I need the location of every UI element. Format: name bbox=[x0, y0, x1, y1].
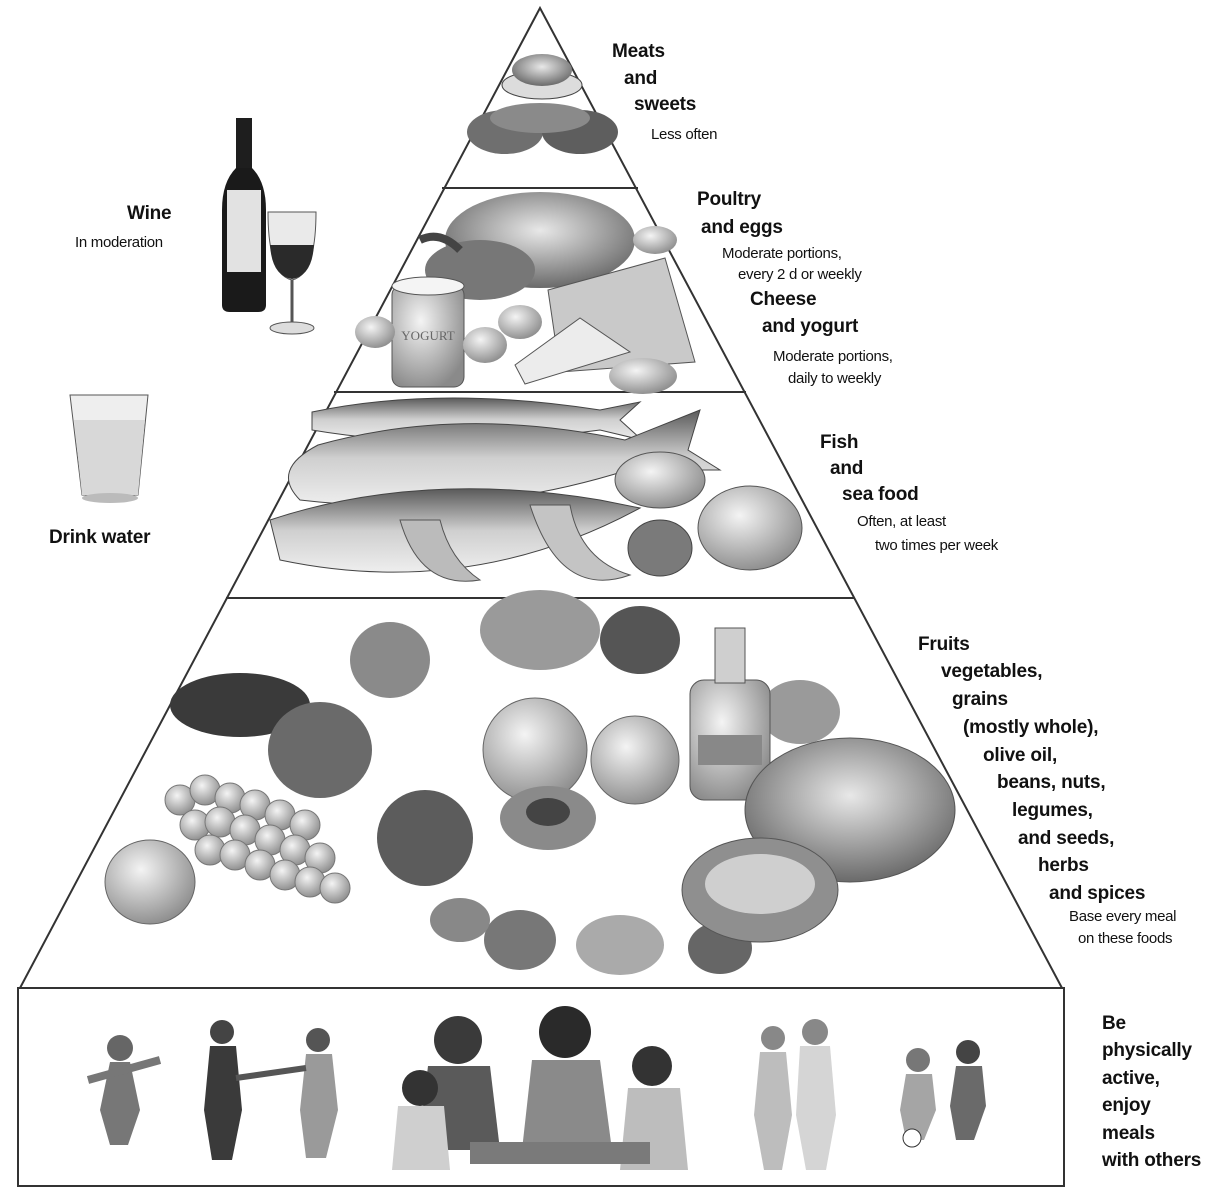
fish-note-line-2: two times per week bbox=[875, 538, 998, 553]
fish-title-line-1: Fish bbox=[820, 433, 858, 452]
activity-line-1: Be bbox=[1102, 1014, 1126, 1033]
base-title-line-1: Fruits bbox=[918, 635, 970, 654]
cheese-note-line-2: daily to weekly bbox=[788, 371, 881, 386]
cheese-title-line-2: and yogurt bbox=[762, 317, 858, 336]
wine-note: In moderation bbox=[75, 235, 163, 250]
activity-line-6: with others bbox=[1102, 1151, 1201, 1170]
base-title-line-3: grains bbox=[952, 690, 1008, 709]
fish-title-line-3: sea food bbox=[842, 485, 919, 504]
base-title-line-6: beans, nuts, bbox=[997, 773, 1105, 792]
base-title-line-4: (mostly whole), bbox=[963, 718, 1098, 737]
poultry-note-line-2: every 2 d or weekly bbox=[738, 267, 862, 282]
base-title-line-2: vegetables, bbox=[941, 662, 1042, 681]
people-icon bbox=[88, 1006, 986, 1170]
meats-note: Less often bbox=[651, 127, 717, 142]
wine-title: Wine bbox=[127, 204, 171, 223]
meats-title-line-1: Meats bbox=[612, 42, 665, 61]
base-title-line-8: and seeds, bbox=[1018, 829, 1114, 848]
cheese-title-line-1: Cheese bbox=[750, 290, 816, 309]
olive-oil-icon bbox=[690, 628, 770, 800]
yogurt-icon: YOGURT bbox=[392, 277, 464, 387]
wine-glass-icon bbox=[268, 212, 316, 334]
fish-title-line-2: and bbox=[830, 459, 863, 478]
poultry-note-line-1: Moderate portions, bbox=[722, 246, 842, 261]
water-glass-icon bbox=[70, 395, 148, 503]
base-title-line-7: legumes, bbox=[1012, 801, 1093, 820]
base-title-line-10: and spices bbox=[1049, 884, 1145, 903]
meats-title-line-2: and bbox=[624, 69, 657, 88]
water-title: Drink water bbox=[49, 528, 150, 547]
base-note-line-1: Base every meal bbox=[1069, 909, 1176, 924]
shell-icon bbox=[615, 452, 802, 576]
activity-line-5: meals bbox=[1102, 1124, 1155, 1143]
base-title-line-9: herbs bbox=[1038, 856, 1089, 875]
cheese-note-line-1: Moderate portions, bbox=[773, 349, 893, 364]
base-title-line-5: olive oil, bbox=[983, 746, 1057, 765]
activity-line-4: enjoy bbox=[1102, 1096, 1151, 1115]
svg-text:YOGURT: YOGURT bbox=[401, 328, 454, 343]
poultry-title-line-2: and eggs bbox=[701, 218, 783, 237]
poultry-title-line-1: Poultry bbox=[697, 190, 761, 209]
wine-bottle-icon bbox=[222, 118, 266, 312]
activity-line-3: active, bbox=[1102, 1069, 1160, 1088]
base-note-line-2: on these foods bbox=[1078, 931, 1172, 946]
activity-line-2: physically bbox=[1102, 1041, 1192, 1060]
fish-note-line-1: Often, at least bbox=[857, 514, 946, 529]
meats-title-line-3: sweets bbox=[634, 95, 696, 114]
